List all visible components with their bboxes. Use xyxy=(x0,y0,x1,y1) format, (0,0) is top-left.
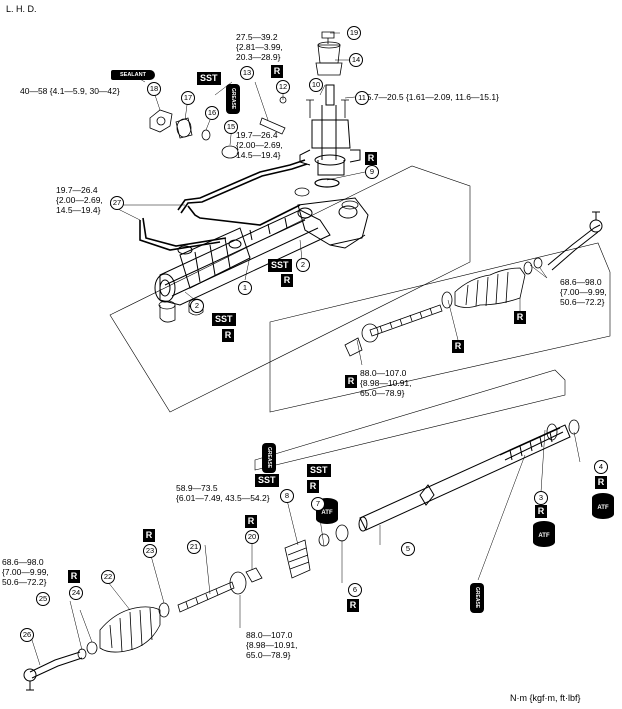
right-tie-rod-end xyxy=(547,211,603,271)
housing-bolts xyxy=(306,99,349,118)
gear-housing xyxy=(154,197,369,306)
leader-lines xyxy=(31,32,581,666)
replace-badge-7: R xyxy=(307,480,319,493)
replace-badge-boot-clip: R xyxy=(452,340,464,353)
callout-5: 5 xyxy=(401,542,415,556)
boot-clip-left xyxy=(158,602,170,618)
callout-12: 12 xyxy=(276,80,290,94)
replace-badge-2-lower: R xyxy=(222,329,234,342)
callout-2-upper: 2 xyxy=(296,258,310,272)
torque-spec-inner-right: 88.0—107.0{8.98—10.91,65.0—78.9} xyxy=(360,368,412,398)
torque-spec-13: 27.5—39.2{2.81—3.99,20.3—28.9} xyxy=(236,32,283,62)
seal-6 xyxy=(335,524,349,542)
callout-4: 4 xyxy=(594,460,608,474)
left-inner-tie-rod xyxy=(177,567,263,613)
unit-label: N·m {kgf·m, ft·lbf} xyxy=(510,693,581,703)
torque-spec-tie-rod-left: 68.6—98.0{7.00—9.99,50.6—72.2} xyxy=(2,557,49,587)
callout-11: 11 xyxy=(355,91,369,105)
left-dust-boot xyxy=(99,606,161,653)
side-label: L. H. D. xyxy=(6,4,37,14)
grease-can-icon-middle: GREASE xyxy=(262,443,276,473)
sst-badge-2-upper: SST xyxy=(268,259,292,272)
boot-clip-right xyxy=(441,291,453,309)
sst-badge-17: SST xyxy=(197,72,221,85)
torque-spec-15: 19.7—26.4{2.00—2.69,14.5—19.4} xyxy=(236,130,283,160)
torque-spec-8: 58.9—73.5{6.01—7.49, 43.5—54.2} xyxy=(176,483,270,503)
steering-rack xyxy=(358,424,571,532)
seal-4 xyxy=(568,419,580,435)
callout-1: 1 xyxy=(238,281,252,295)
callout-13: 13 xyxy=(240,66,254,80)
plug-15 xyxy=(221,145,239,159)
replace-badge-washer-right: R xyxy=(345,375,357,388)
callout-9: 9 xyxy=(365,165,379,179)
atf-can-icon-4: ATF xyxy=(592,493,614,519)
callout-15: 15 xyxy=(224,120,238,134)
right-inner-tie-rod xyxy=(344,304,443,357)
left-tie-rod-end xyxy=(23,651,83,691)
callout-23: 23 xyxy=(143,544,157,558)
replace-badge-24: R xyxy=(68,570,80,583)
bushing-17 xyxy=(175,117,193,139)
sst-badge-8: SST xyxy=(255,474,279,487)
lower-plane-outline xyxy=(254,369,566,471)
callout-27: 27 xyxy=(110,196,124,210)
callout-8: 8 xyxy=(280,489,294,503)
callout-10: 10 xyxy=(309,78,323,92)
replace-badge-12: R xyxy=(271,65,283,78)
adjust-screw xyxy=(321,31,335,44)
replace-badge-3: R xyxy=(535,505,547,518)
hydraulic-pipes xyxy=(139,159,308,251)
callout-3: 3 xyxy=(534,491,548,505)
o-ring-seal xyxy=(314,178,340,188)
callout-21: 21 xyxy=(187,540,201,554)
atf-can-icon-3: ATF xyxy=(533,521,555,547)
sst-badge-2-lower: SST xyxy=(212,313,236,326)
tie-rod-locknut-right xyxy=(533,257,543,269)
callout-18: 18 xyxy=(147,82,161,96)
clip-25 xyxy=(77,648,87,660)
callout-25: 25 xyxy=(36,592,50,606)
replace-badge-20: R xyxy=(245,515,257,528)
callout-26: 26 xyxy=(20,628,34,642)
seal-16 xyxy=(201,129,211,141)
seal-7 xyxy=(318,533,330,547)
callout-22: 22 xyxy=(101,570,115,584)
replace-badge-tie-rod-nut: R xyxy=(514,311,526,324)
replace-badge-6: R xyxy=(347,599,359,612)
pipe-fitting-13 xyxy=(259,117,286,135)
sst-badge-7: SST xyxy=(307,464,331,477)
callout-6: 6 xyxy=(348,583,362,597)
replace-badge-9: R xyxy=(365,152,377,165)
grease-can-icon-lower: GREASE xyxy=(470,583,484,613)
seal-3 xyxy=(546,423,558,441)
locknut-24 xyxy=(86,641,98,655)
callout-14: 14 xyxy=(349,53,363,67)
torque-spec-tie-rod-right: 68.6—98.0{7.00—9.99,50.6—72.2} xyxy=(560,277,607,307)
replace-badge-2-upper: R xyxy=(281,274,293,287)
callout-17: 17 xyxy=(181,91,195,105)
locknut-18 xyxy=(149,109,173,133)
middle-plane-outline xyxy=(269,242,611,413)
callout-2-lower: 2 xyxy=(190,299,204,313)
callout-19: 19 xyxy=(347,26,361,40)
replace-badge-4: R xyxy=(595,476,607,489)
torque-spec-18: 40—58 {4.1—5.9, 30—42} xyxy=(20,86,120,96)
right-dust-boot xyxy=(454,261,533,308)
torque-spec-27: 19.7—26.4{2.00—2.69,14.5—19.4} xyxy=(56,185,103,215)
torque-spec-inner-left: 88.0—107.0{8.98—10.91,65.0—78.9} xyxy=(246,630,298,660)
replace-badge-23: R xyxy=(143,529,155,542)
grease-can-icon-upper: GREASE xyxy=(226,84,240,114)
dust-boot-8 xyxy=(284,539,311,579)
callout-20: 20 xyxy=(245,530,259,544)
upper-plane-outline xyxy=(109,165,471,413)
pinion-cap xyxy=(315,41,343,76)
callout-7: 7 xyxy=(311,497,325,511)
callout-16: 16 xyxy=(205,106,219,120)
sealant-tube-icon: SEALANT xyxy=(111,70,155,80)
torque-spec-11: 15.7—20.5 {1.61—2.09, 11.6—15.1} xyxy=(362,92,499,102)
callout-24: 24 xyxy=(69,586,83,600)
pinion-valve-housing xyxy=(299,84,361,176)
